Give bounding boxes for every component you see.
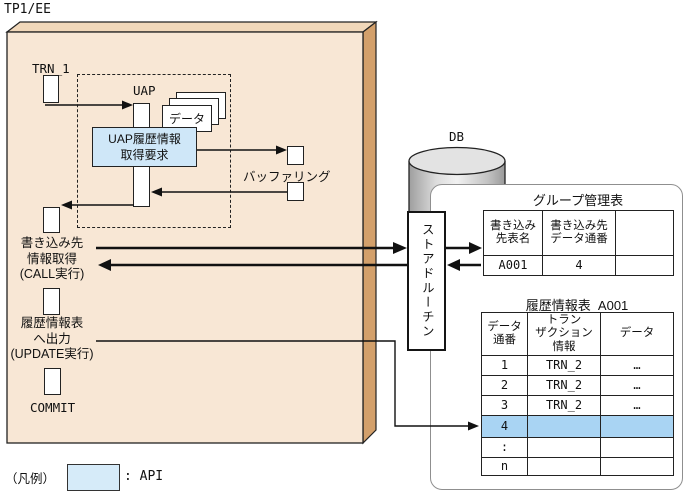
legend-api-label: : API (124, 469, 164, 484)
history-cell (527, 437, 601, 458)
uap-scope-dashed-box (77, 74, 231, 228)
history-cell (600, 457, 674, 476)
history-table-row: n (481, 457, 674, 476)
history-table-header: トラン ザクション 情報 (527, 312, 601, 356)
history-cell: : (481, 437, 528, 458)
legend-caption: （凡例） (5, 472, 56, 486)
group-table-header: 書き込み先 データ通番 (542, 210, 616, 256)
group-table-cell: A001 (483, 255, 543, 276)
trn1-step-box (43, 75, 59, 103)
history-table-row: 2 TRN_2 … (481, 375, 674, 396)
history-cell (600, 437, 674, 458)
update-step-box (43, 288, 60, 315)
history-cell: 3 (481, 395, 528, 416)
history-cell: TRN_2 (527, 395, 601, 416)
buffering-in-box (287, 146, 304, 165)
stored-routine-box: ストアドルーチン (407, 211, 446, 351)
stored-routine-label: ストアドルーチン (419, 223, 434, 339)
group-table-cell (615, 255, 674, 276)
history-table-row: 1 TRN_2 … (481, 355, 674, 376)
history-cell: … (600, 355, 674, 376)
history-cell-highlighted: 4 (481, 415, 528, 438)
uap-label: UAP (133, 83, 156, 98)
group-table-header (615, 210, 674, 256)
history-cell (527, 457, 601, 476)
history-table-title: 履歴情報表 A001 (525, 298, 629, 313)
legend-api-swatch (67, 464, 120, 491)
history-table-row: : (481, 437, 674, 458)
history-cell: 1 (481, 355, 528, 376)
group-table: 書き込み 先表名 書き込み先 データ通番 A001 4 (483, 210, 674, 276)
history-cell-highlighted (527, 415, 601, 438)
history-cell-highlighted (600, 415, 674, 438)
group-table-header: 書き込み 先表名 (483, 210, 543, 256)
group-table-data-row: A001 4 (483, 255, 674, 276)
buffering-out-box (287, 182, 304, 201)
call-block-label: 書き込み先 情報取得 (CALL実行) (19, 236, 85, 281)
history-table-header: データ 通番 (481, 312, 528, 356)
history-table: データ 通番 トラン ザクション 情報 データ 1 TRN_2 … 2 TRN_… (481, 312, 674, 476)
history-table-header: データ (600, 312, 674, 356)
history-cell: 2 (481, 375, 528, 396)
update-block-label: 履歴情報表 へ出力 (UPDATE実行) (10, 316, 94, 361)
trn1-label: TRN_1 (32, 61, 70, 76)
history-table-row: 3 TRN_2 … (481, 395, 674, 416)
history-cell: TRN_2 (527, 355, 601, 376)
history-cell: n (481, 457, 528, 476)
group-table-header-row: 書き込み 先表名 書き込み先 データ通番 (483, 210, 674, 256)
history-cell: TRN_2 (527, 375, 601, 396)
buffering-label: バッファリング (243, 170, 331, 184)
db-label: DB (449, 129, 465, 144)
page-title: TP1/EE (4, 2, 51, 17)
uap-history-request-box: UAP履歴情報 取得要求 (92, 127, 197, 167)
history-cell: … (600, 395, 674, 416)
call-step-box (43, 207, 60, 233)
commit-step-box (44, 368, 61, 395)
history-table-row-highlighted: 4 (481, 415, 674, 438)
history-table-header-row: データ 通番 トラン ザクション 情報 データ (481, 312, 674, 356)
group-table-cell: 4 (542, 255, 616, 276)
commit-label: COMMIT (30, 400, 76, 415)
group-table-title: グループ管理表 (532, 193, 624, 208)
history-cell: … (600, 375, 674, 396)
